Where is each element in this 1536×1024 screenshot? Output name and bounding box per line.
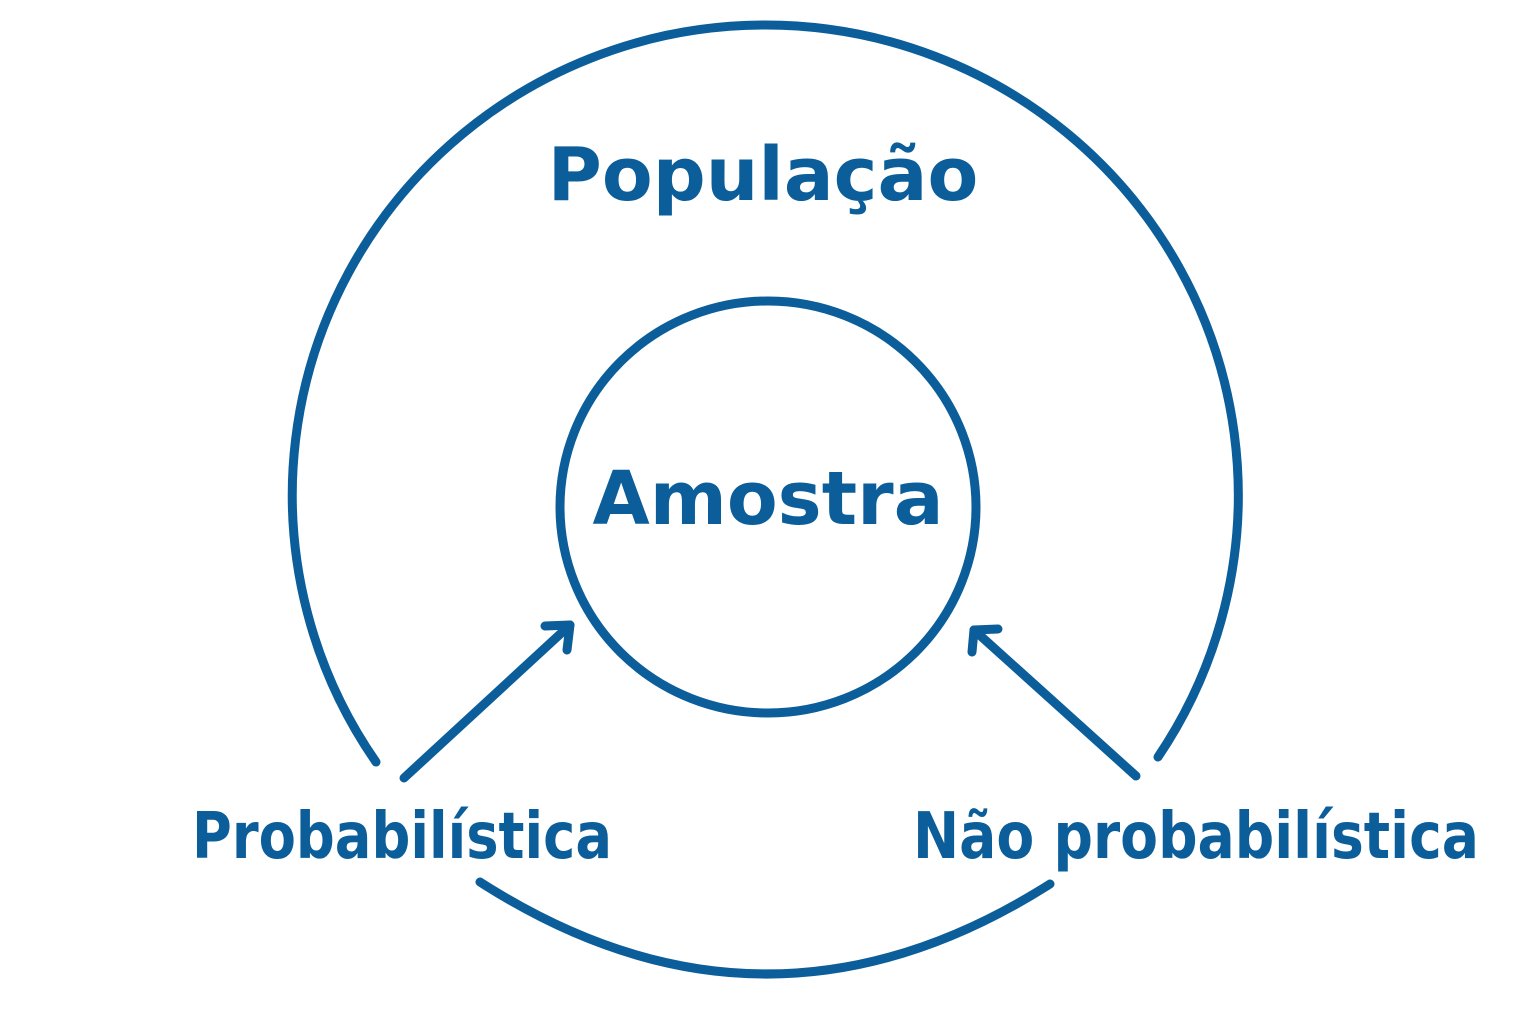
- left-arrow-head: [540, 620, 575, 655]
- sample-circle: [555, 296, 981, 718]
- left-arrow: [399, 620, 575, 783]
- population-label: População: [548, 132, 979, 218]
- left-arrow-shaft: [399, 620, 575, 783]
- non-probabilistic-label: Não probabilística: [913, 800, 1479, 874]
- probabilistic-label: Probabilística: [192, 800, 612, 874]
- right-arrow-head: [967, 624, 1003, 657]
- right-arrow: [967, 624, 1141, 781]
- bottom-connector-arc: [475, 877, 1055, 979]
- population-arc: [287, 20, 1243, 767]
- sample-label: Amostra: [592, 456, 943, 542]
- right-arrow-shaft: [969, 625, 1141, 781]
